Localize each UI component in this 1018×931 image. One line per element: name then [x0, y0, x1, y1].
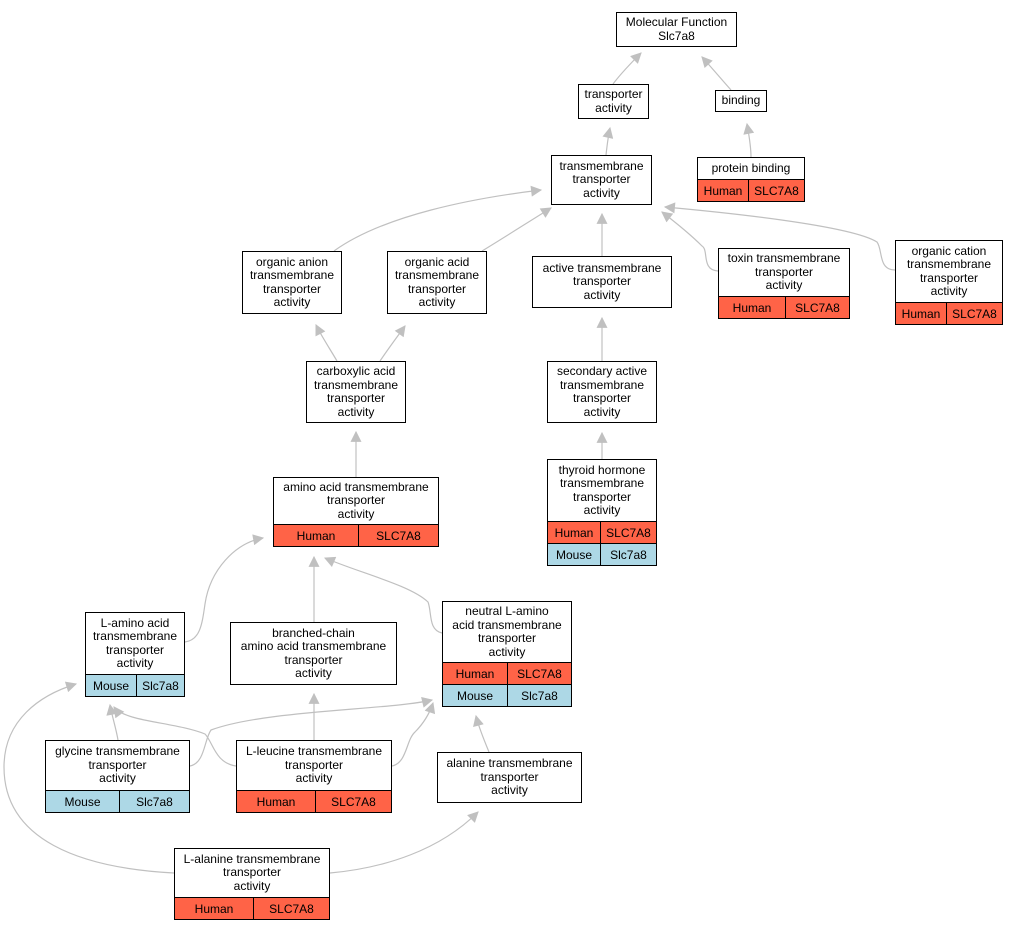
species-cell: Human	[443, 663, 508, 684]
gene-cell: SLC7A8	[754, 183, 799, 198]
go-term-label: branched-chain amino acid transmembrane …	[240, 625, 387, 680]
edge-organic_cation-to-tm_transporter	[663, 202, 896, 271]
go-node-thyroid-hormone[interactable]: thyroid hormone transmembrane transporte…	[547, 459, 657, 566]
edge-protein_binding-to-binding	[743, 122, 755, 158]
go-node-transporter-activity[interactable]: transporter activity	[578, 84, 649, 119]
go-term-label: Molecular Function Slc7a8	[625, 15, 728, 43]
go-term-label: active transmembrane transporter activit…	[542, 260, 662, 302]
gene-cell: Slc7a8	[142, 678, 179, 693]
go-node-organic-cation[interactable]: organic cation transmembrane transporter…	[895, 240, 1003, 325]
go-node-neutral-l-amino[interactable]: neutral L-amino acid transmembrane trans…	[442, 601, 572, 707]
species-cell: Mouse	[443, 685, 508, 706]
go-term-label: organic anion transmembrane transporter …	[249, 254, 335, 309]
go-term-label: organic acid transmembrane transporter a…	[394, 254, 480, 309]
edge-l_alanine-to-l_amino_acid	[3, 681, 175, 874]
gene-cell: Slc7a8	[521, 688, 558, 703]
go-term-label: organic cation transmembrane transporter…	[906, 243, 992, 298]
go-term-label: carboxylic acid transmembrane transporte…	[313, 364, 399, 419]
go-node-toxin-tm[interactable]: toxin transmembrane transporter activity…	[718, 248, 850, 319]
species-cell: Human	[548, 522, 601, 543]
gene-cell: Slc7a8	[610, 547, 647, 562]
go-node-organic-anion[interactable]: organic anion transmembrane transporter …	[242, 251, 342, 314]
go-node-glycine[interactable]: glycine transmembrane transporter activi…	[45, 740, 190, 813]
go-term-label: binding	[721, 93, 761, 108]
go-term-label: transmembrane transporter activity	[559, 158, 644, 200]
annotation-row-mouse: Mouse Slc7a8	[548, 543, 656, 565]
go-term-label: toxin transmembrane transporter activity	[727, 251, 841, 293]
go-node-alanine[interactable]: alanine transmembrane transporter activi…	[437, 752, 582, 803]
go-term-label: protein binding	[711, 160, 791, 175]
edge-binding-to-mf	[701, 56, 732, 91]
annotation-row-human: Human SLC7A8	[548, 521, 656, 543]
gene-cell: Slc7a8	[136, 794, 173, 809]
edge-glycine-to-neutral_l_amino	[189, 696, 434, 767]
go-term-label: neutral L-amino acid transmembrane trans…	[452, 604, 562, 659]
edge-l_amino_acid-to-amino_acid	[184, 534, 265, 643]
species-cell: Human	[719, 297, 786, 318]
species-cell: Mouse	[548, 544, 601, 565]
edge-neutral_l_amino-to-amino_acid	[323, 556, 443, 634]
gene-cell: SLC7A8	[952, 306, 997, 321]
go-node-secondary-active[interactable]: secondary active transmembrane transport…	[547, 361, 657, 423]
go-node-carboxylic-acid[interactable]: carboxylic acid transmembrane transporte…	[306, 361, 406, 423]
gene-cell: SLC7A8	[376, 528, 421, 543]
species-cell: Human	[274, 525, 359, 546]
species-cell: Human	[896, 303, 947, 324]
edge-alanine-to-neutral_l_amino	[473, 714, 490, 753]
go-node-active-tm[interactable]: active transmembrane transporter activit…	[532, 256, 672, 308]
go-node-l-leucine[interactable]: L-leucine transmembrane transporter acti…	[236, 740, 392, 813]
go-term-label: thyroid hormone transmembrane transporte…	[558, 462, 646, 517]
annotation-row-human: Human SLC7A8	[175, 897, 329, 919]
edge-l_leucine-to-neutral_l_amino	[391, 701, 436, 767]
species-cell: Human	[175, 898, 254, 919]
go-term-label: L-amino acid transmembrane transporter a…	[92, 615, 178, 670]
go-term-label: alanine transmembrane transporter activi…	[446, 756, 573, 798]
gene-cell: SLC7A8	[606, 525, 651, 540]
go-term-label: L-alanine transmembrane transporter acti…	[183, 851, 321, 893]
edge-tm_transporter-to-transporter_activity	[602, 126, 614, 156]
edge-transporter_activity-to-mf	[612, 52, 642, 85]
edge-carboxylic_acid-to-organic_anion	[315, 324, 338, 362]
annotation-row-human: Human SLC7A8	[274, 524, 438, 546]
go-node-amino-acid[interactable]: amino acid transmembrane transporter act…	[273, 477, 439, 547]
annotation-row-human: Human SLC7A8	[237, 790, 391, 812]
annotation-row-human: Human SLC7A8	[698, 179, 804, 201]
go-term-label: amino acid transmembrane transporter act…	[283, 479, 429, 521]
go-node-organic-acid[interactable]: organic acid transmembrane transporter a…	[387, 251, 487, 314]
go-term-label: L-leucine transmembrane transporter acti…	[245, 744, 383, 786]
edge-toxin_tm-to-tm_transporter	[661, 211, 719, 272]
annotation-row-mouse: Mouse Slc7a8	[443, 684, 571, 706]
edge-organic_anion-to-tm_transporter	[333, 185, 543, 252]
species-cell: Mouse	[86, 675, 137, 696]
go-term-label: secondary active transmembrane transport…	[556, 364, 648, 419]
edge-l_leucine-to-l_amino_acid	[113, 706, 237, 767]
edge-l_alanine-to-alanine	[329, 811, 479, 874]
go-node-l-alanine[interactable]: L-alanine transmembrane transporter acti…	[174, 848, 330, 920]
go-node-tm-transporter[interactable]: transmembrane transporter activity	[551, 155, 652, 205]
go-node-l-amino-acid[interactable]: L-amino acid transmembrane transporter a…	[85, 612, 185, 697]
annotation-row-mouse: Mouse Slc7a8	[46, 790, 189, 812]
edge-organic_acid-to-tm_transporter	[481, 207, 552, 252]
annotation-row-human: Human SLC7A8	[719, 296, 849, 318]
species-cell: Human	[237, 791, 316, 812]
go-node-mf[interactable]: Molecular Function Slc7a8	[616, 12, 737, 47]
gene-cell: SLC7A8	[795, 300, 840, 315]
go-node-binding[interactable]: binding	[715, 90, 767, 112]
annotation-row-human: Human SLC7A8	[896, 302, 1002, 324]
go-term-label: glycine transmembrane transporter activi…	[55, 744, 180, 786]
species-cell: Human	[698, 180, 749, 201]
go-term-label: transporter activity	[584, 87, 643, 115]
go-node-branched-chain[interactable]: branched-chain amino acid transmembrane …	[230, 622, 397, 685]
gene-cell: SLC7A8	[269, 901, 314, 916]
species-cell: Mouse	[46, 791, 120, 812]
gene-cell: SLC7A8	[517, 666, 562, 681]
gene-cell: SLC7A8	[331, 794, 376, 809]
edge-glycine-to-l_amino_acid	[106, 703, 119, 741]
annotation-row-human: Human SLC7A8	[443, 662, 571, 684]
annotation-row-mouse: Mouse Slc7a8	[86, 674, 184, 696]
edge-carboxylic_acid-to-organic_acid	[379, 325, 406, 362]
